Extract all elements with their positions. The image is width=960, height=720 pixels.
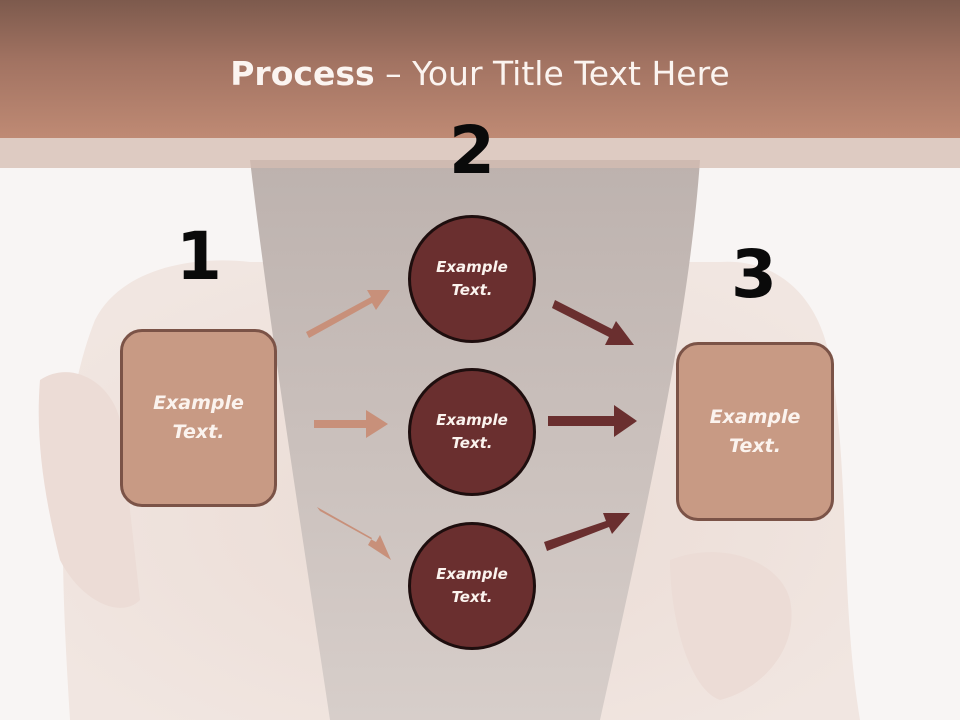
step-number-2: 2 [449,112,495,189]
step-number-1: 1 [176,218,222,295]
header-band [0,138,960,168]
arrow-to-bottom-circle [317,507,391,560]
arrow-from-bottom-circle [544,513,630,551]
step-2-circle-bottom: Example Text. [408,522,536,650]
step-2-circle-top: Example Text. [408,215,536,343]
arrow-from-top-circle [552,300,634,345]
arrows-in [306,290,391,560]
circle-top-text: Example Text. [436,258,508,299]
title-rest: – Your Title Text Here [374,54,730,93]
step-3-box: Example Text. [676,342,834,521]
arrow-to-middle-circle [314,410,388,438]
arrows-out [544,300,637,551]
title-bold: Process [230,54,375,93]
circle-middle-text: Example Text. [436,411,508,452]
circle-bottom-text: Example Text. [436,565,508,606]
slide-title: Process – Your Title Text Here [0,52,960,96]
arrow-to-top-circle [306,290,390,338]
step-3-text: Example Text. [709,405,801,457]
step-number-3: 3 [731,236,777,313]
header-bar [0,0,960,138]
step-1-box: Example Text. [120,329,277,507]
step-2-circle-middle: Example Text. [408,368,536,496]
arrow-from-middle-circle [548,405,637,437]
step-1-text: Example Text. [153,392,244,443]
